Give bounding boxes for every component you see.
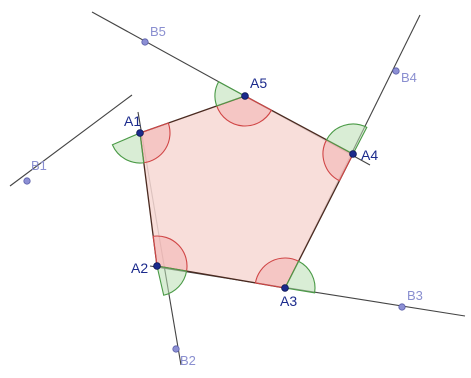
point-b1[interactable] <box>23 177 31 185</box>
points <box>23 38 406 353</box>
point-a1[interactable] <box>136 129 144 137</box>
exterior-angle-a2 <box>156 265 188 296</box>
exterior-angle-a3 <box>284 260 316 294</box>
label-b4: B4 <box>401 70 417 85</box>
interior-angle-a2 <box>152 235 188 272</box>
point-a3[interactable] <box>281 284 289 292</box>
point-a4[interactable] <box>349 150 357 158</box>
angle-markers <box>111 81 368 296</box>
label-b5: B5 <box>150 24 166 39</box>
point-b4[interactable] <box>392 67 400 75</box>
point-a2[interactable] <box>153 262 161 270</box>
label-b1: B1 <box>31 158 47 173</box>
point-a5[interactable] <box>241 92 249 100</box>
point-b2[interactable] <box>172 345 180 353</box>
label-a1: A1 <box>124 113 141 129</box>
label-a2: A2 <box>131 260 148 276</box>
label-a5: A5 <box>250 75 267 91</box>
exterior-angle-a4 <box>325 123 368 155</box>
point-b3[interactable] <box>398 303 406 311</box>
interior-angle-a1 <box>139 122 171 164</box>
label-b2: B2 <box>180 353 196 368</box>
exterior-angle-a5 <box>214 81 247 107</box>
interior-angle-a5 <box>216 95 273 127</box>
point-b5[interactable] <box>141 38 149 46</box>
label-a4: A4 <box>361 147 378 163</box>
exterior-angle-a1 <box>111 132 145 164</box>
ray-a1-b1 <box>9 94 133 187</box>
interior-angle-a3 <box>254 257 300 289</box>
label-b3: B3 <box>407 288 423 303</box>
label-a3: A3 <box>280 293 297 309</box>
